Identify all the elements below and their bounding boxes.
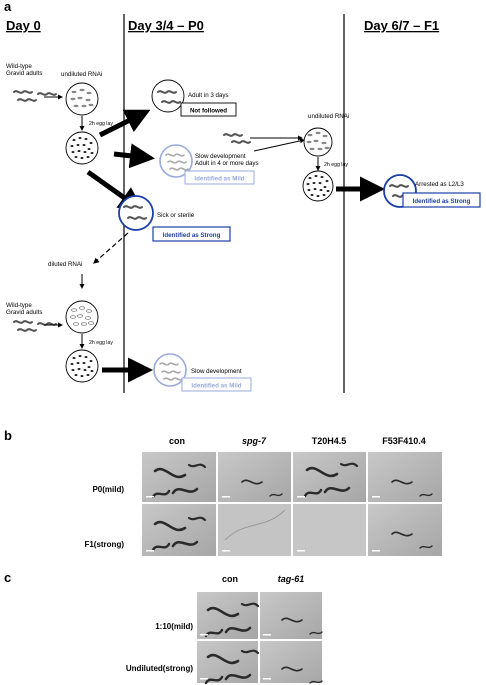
panel-c-label: c bbox=[4, 570, 11, 585]
panel-b-label: b bbox=[4, 428, 12, 443]
micrograph-spg7-p0 bbox=[218, 452, 291, 502]
micrograph-spg7-f1 bbox=[218, 504, 291, 556]
egg-lay-label-2: 2h egg lay bbox=[324, 162, 348, 168]
row-1-10-mild: 1:10(mild) bbox=[155, 622, 193, 631]
day-6-7-header: Day 6/7 – F1 bbox=[364, 18, 439, 33]
col-con: con bbox=[169, 436, 185, 446]
identified-mild-label-2: Identified as Mild bbox=[191, 383, 241, 390]
arrow-to-adult-3-days bbox=[98, 109, 151, 138]
col-spg-7: spg-7 bbox=[242, 436, 267, 446]
sick-sterile-plate bbox=[118, 195, 154, 231]
dashed-arrow-to-diluted bbox=[93, 232, 129, 264]
identified-strong-box-2 bbox=[402, 192, 481, 208]
row-p0-mild: P0(mild) bbox=[92, 485, 124, 494]
not-followed-label: Not followed bbox=[190, 108, 227, 115]
identified-mild-label: Identified as Mild bbox=[194, 176, 244, 183]
identified-mild-box bbox=[184, 170, 255, 185]
panel-a-label: a bbox=[4, 0, 12, 14]
gravid-worms-icon bbox=[13, 90, 57, 102]
slow-development-label: Slow development bbox=[195, 153, 246, 160]
wild-type-label: Wild-type bbox=[6, 63, 32, 70]
identified-mild-box-2 bbox=[181, 377, 252, 392]
adult-4-days-label: Adult in 4 or more days bbox=[195, 160, 259, 167]
egg-lay-label-1: 2h egg lay bbox=[89, 121, 113, 127]
slow-development-bottom-label: Slow development bbox=[191, 368, 242, 375]
col-c-con: con bbox=[222, 574, 238, 584]
egg-plate-1 bbox=[65, 131, 99, 165]
identified-strong-label: Identified as Strong bbox=[163, 232, 221, 239]
wild-type-label-2: Wild-type bbox=[6, 302, 32, 309]
arrow-to-f1 bbox=[253, 138, 305, 152]
identified-strong-box bbox=[152, 226, 231, 242]
egg-lay-label-3: 2h egg lay bbox=[89, 340, 113, 346]
arrow-to-slow-development bbox=[113, 143, 155, 169]
col-tag-61: tag-61 bbox=[278, 574, 305, 584]
micrograph-f53f410-p0 bbox=[368, 452, 442, 502]
undiluted-rnai-label: undiluted RNAi bbox=[61, 71, 102, 78]
egg-plate-3 bbox=[65, 349, 99, 383]
arrested-label: Arrested as L2/L3 bbox=[415, 181, 464, 188]
slow-development-plate-2 bbox=[153, 353, 187, 387]
not-followed-box bbox=[180, 102, 237, 117]
gravid-adults-label-2: Gravid adults bbox=[6, 309, 42, 316]
undiluted-rnai-label-2: undiluted RNAi bbox=[308, 113, 349, 120]
diluted-rnai-label: diluted RNAi bbox=[48, 261, 82, 268]
day-3-4-header: Day 3/4 – P0 bbox=[128, 18, 204, 33]
col-f53f410-4: F53F410.4 bbox=[382, 436, 426, 446]
identified-strong-label-2: Identified as Strong bbox=[413, 198, 471, 205]
micrograph-t20h4-f1 bbox=[293, 504, 366, 556]
micrograph-grid-c bbox=[197, 592, 323, 685]
col-t20h4-5: T20H4.5 bbox=[312, 436, 347, 446]
adult-3-days-label: Adult in 3 days bbox=[188, 92, 229, 99]
row-f1-strong: F1(strong) bbox=[84, 540, 124, 549]
gravid-worms-icon-2 bbox=[13, 320, 57, 332]
micrograph-f53f410-f1 bbox=[368, 504, 442, 556]
micrograph-grid-b bbox=[142, 452, 442, 556]
adult-3-days-plate bbox=[151, 79, 185, 113]
row-undiluted-strong: Undiluted(strong) bbox=[126, 664, 193, 673]
micrograph-c-tag61-mild bbox=[260, 592, 322, 639]
sick-sterile-label: Sick or sterile bbox=[157, 212, 195, 219]
micrograph-c-tag61-strong bbox=[260, 641, 322, 683]
gravid-adults-label: Gravid adults bbox=[6, 70, 42, 77]
day-0-header: Day 0 bbox=[6, 18, 41, 33]
f1-gravid-worms-icon bbox=[223, 133, 251, 144]
